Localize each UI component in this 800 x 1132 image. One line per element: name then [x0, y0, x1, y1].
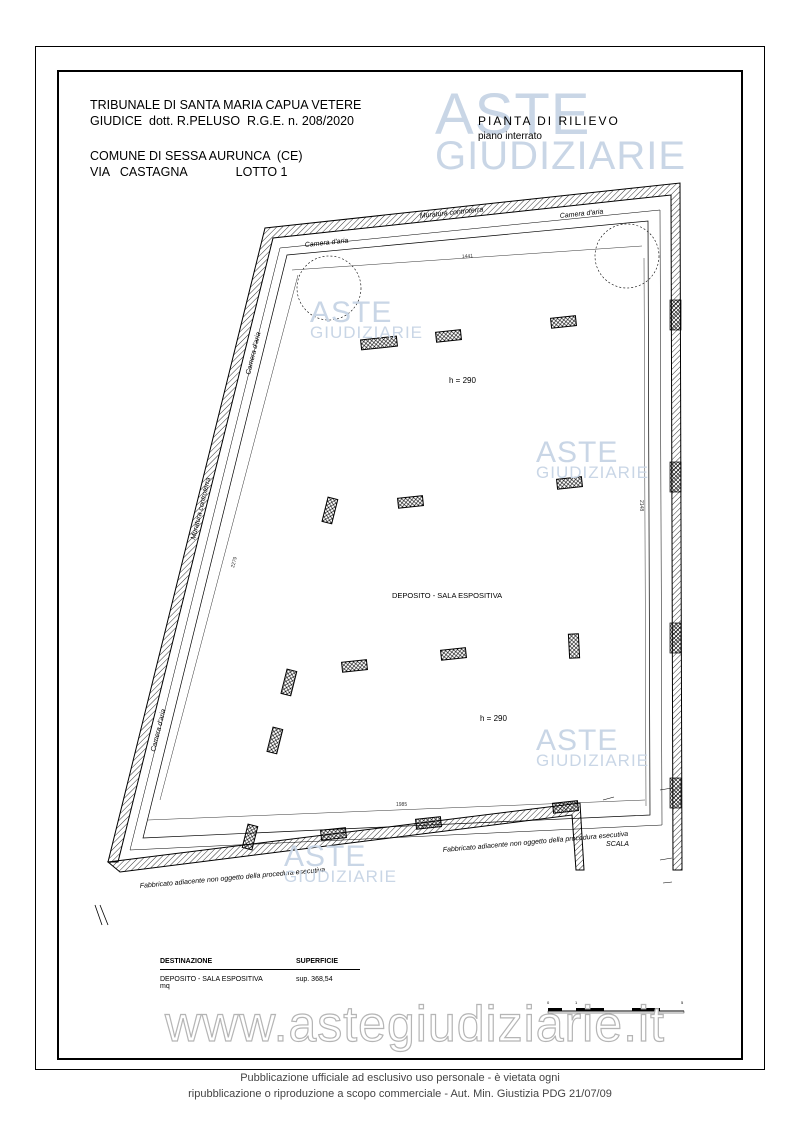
aste-watermark: ASTE GIUDIZIARIE	[310, 296, 424, 342]
scale-tick-5: 5	[681, 1000, 684, 1005]
wall-pillar	[669, 299, 682, 331]
air-vent-circle	[296, 255, 362, 321]
pillar	[567, 633, 581, 659]
air-vent-circle	[594, 223, 660, 289]
wall-pillar	[669, 777, 682, 809]
drawing-title: PIANTA DI RILIEVO	[478, 114, 620, 128]
dimension-label: 1985	[396, 802, 407, 808]
pillar	[266, 726, 284, 755]
pillar	[340, 659, 369, 673]
pillar	[439, 647, 468, 661]
wall-pillar	[669, 622, 682, 654]
height-label: h = 290	[480, 714, 507, 723]
table-row: DEPOSITO - SALA ESPOSITIVA mq sup. 368,5…	[160, 976, 360, 990]
aste-watermark: ASTE GIUDIZIARIE	[536, 436, 650, 482]
dimension-label: 1441	[462, 253, 474, 260]
air-gap-label: Camera d'aria	[559, 208, 603, 220]
footer-line-2: ripubblicazione o riproduzione a scopo c…	[188, 1088, 612, 1100]
address-line: VIA CASTAGNA LOTTO 1	[90, 165, 288, 179]
drawing-subtitle: piano interrato	[478, 131, 542, 142]
pillar	[319, 827, 348, 841]
pillar	[549, 315, 578, 329]
aste-watermark: ASTE GIUDIZIARIE	[284, 840, 398, 886]
dimension-label: 2279	[230, 556, 239, 569]
pillar	[434, 329, 463, 343]
row-surface: sup. 368,54	[296, 976, 333, 983]
row-unit: mq	[160, 983, 170, 990]
court-line: TRIBUNALE DI SANTA MARIA CAPUA VETERE	[90, 98, 362, 112]
pillar	[396, 495, 425, 509]
room-outline	[142, 220, 651, 839]
adjacent-building-label: Fabbricato adiacente non oggetto della p…	[443, 831, 629, 854]
pillar	[360, 335, 398, 351]
outer-frame	[35, 46, 765, 1070]
aste-watermark-header: ASTE GIUDIZIARIE	[435, 82, 687, 178]
pillar	[280, 668, 298, 697]
drawing-frame	[57, 70, 743, 1060]
row-destination: DEPOSITO - SALA ESPOSITIVA	[160, 976, 263, 983]
surface-table: DESTINAZIONE SUPERFICIE DEPOSITO - SALA …	[160, 958, 360, 990]
room-label: DEPOSITO - SALA ESPOSITIVA	[392, 591, 502, 600]
judge-line: GIUDICE dott. R.PELUSO R.G.E. n. 208/202…	[90, 114, 355, 128]
table-header-destination: DESTINAZIONE	[160, 958, 213, 965]
pillar	[555, 476, 584, 490]
height-label: h = 290	[449, 376, 476, 385]
wall-pillar	[669, 461, 682, 493]
air-gap-label: Camera d'aria	[304, 237, 348, 249]
scale-bar: 0 1 5	[547, 1000, 685, 1014]
pillar	[551, 800, 580, 814]
scale-tick-1: 1	[575, 1000, 578, 1005]
pillar	[414, 816, 443, 830]
pillar	[321, 496, 339, 525]
footer-line-1: Pubblicazione ufficiale ad esclusivo uso…	[240, 1072, 560, 1084]
aste-watermark: ASTE GIUDIZIARIE	[536, 724, 650, 770]
pillar	[241, 823, 259, 851]
municipality-line: COMUNE DI SESSA AURUNCA (CE)	[90, 149, 303, 163]
stairs-label: SCALA	[606, 841, 629, 848]
scale-tick-0: 0	[547, 1000, 550, 1005]
site-watermark: www.astegiudiziarie.it	[164, 995, 665, 1052]
table-header-surface: SUPERFICIE	[296, 958, 339, 965]
dimension-label: 2148	[638, 500, 644, 511]
